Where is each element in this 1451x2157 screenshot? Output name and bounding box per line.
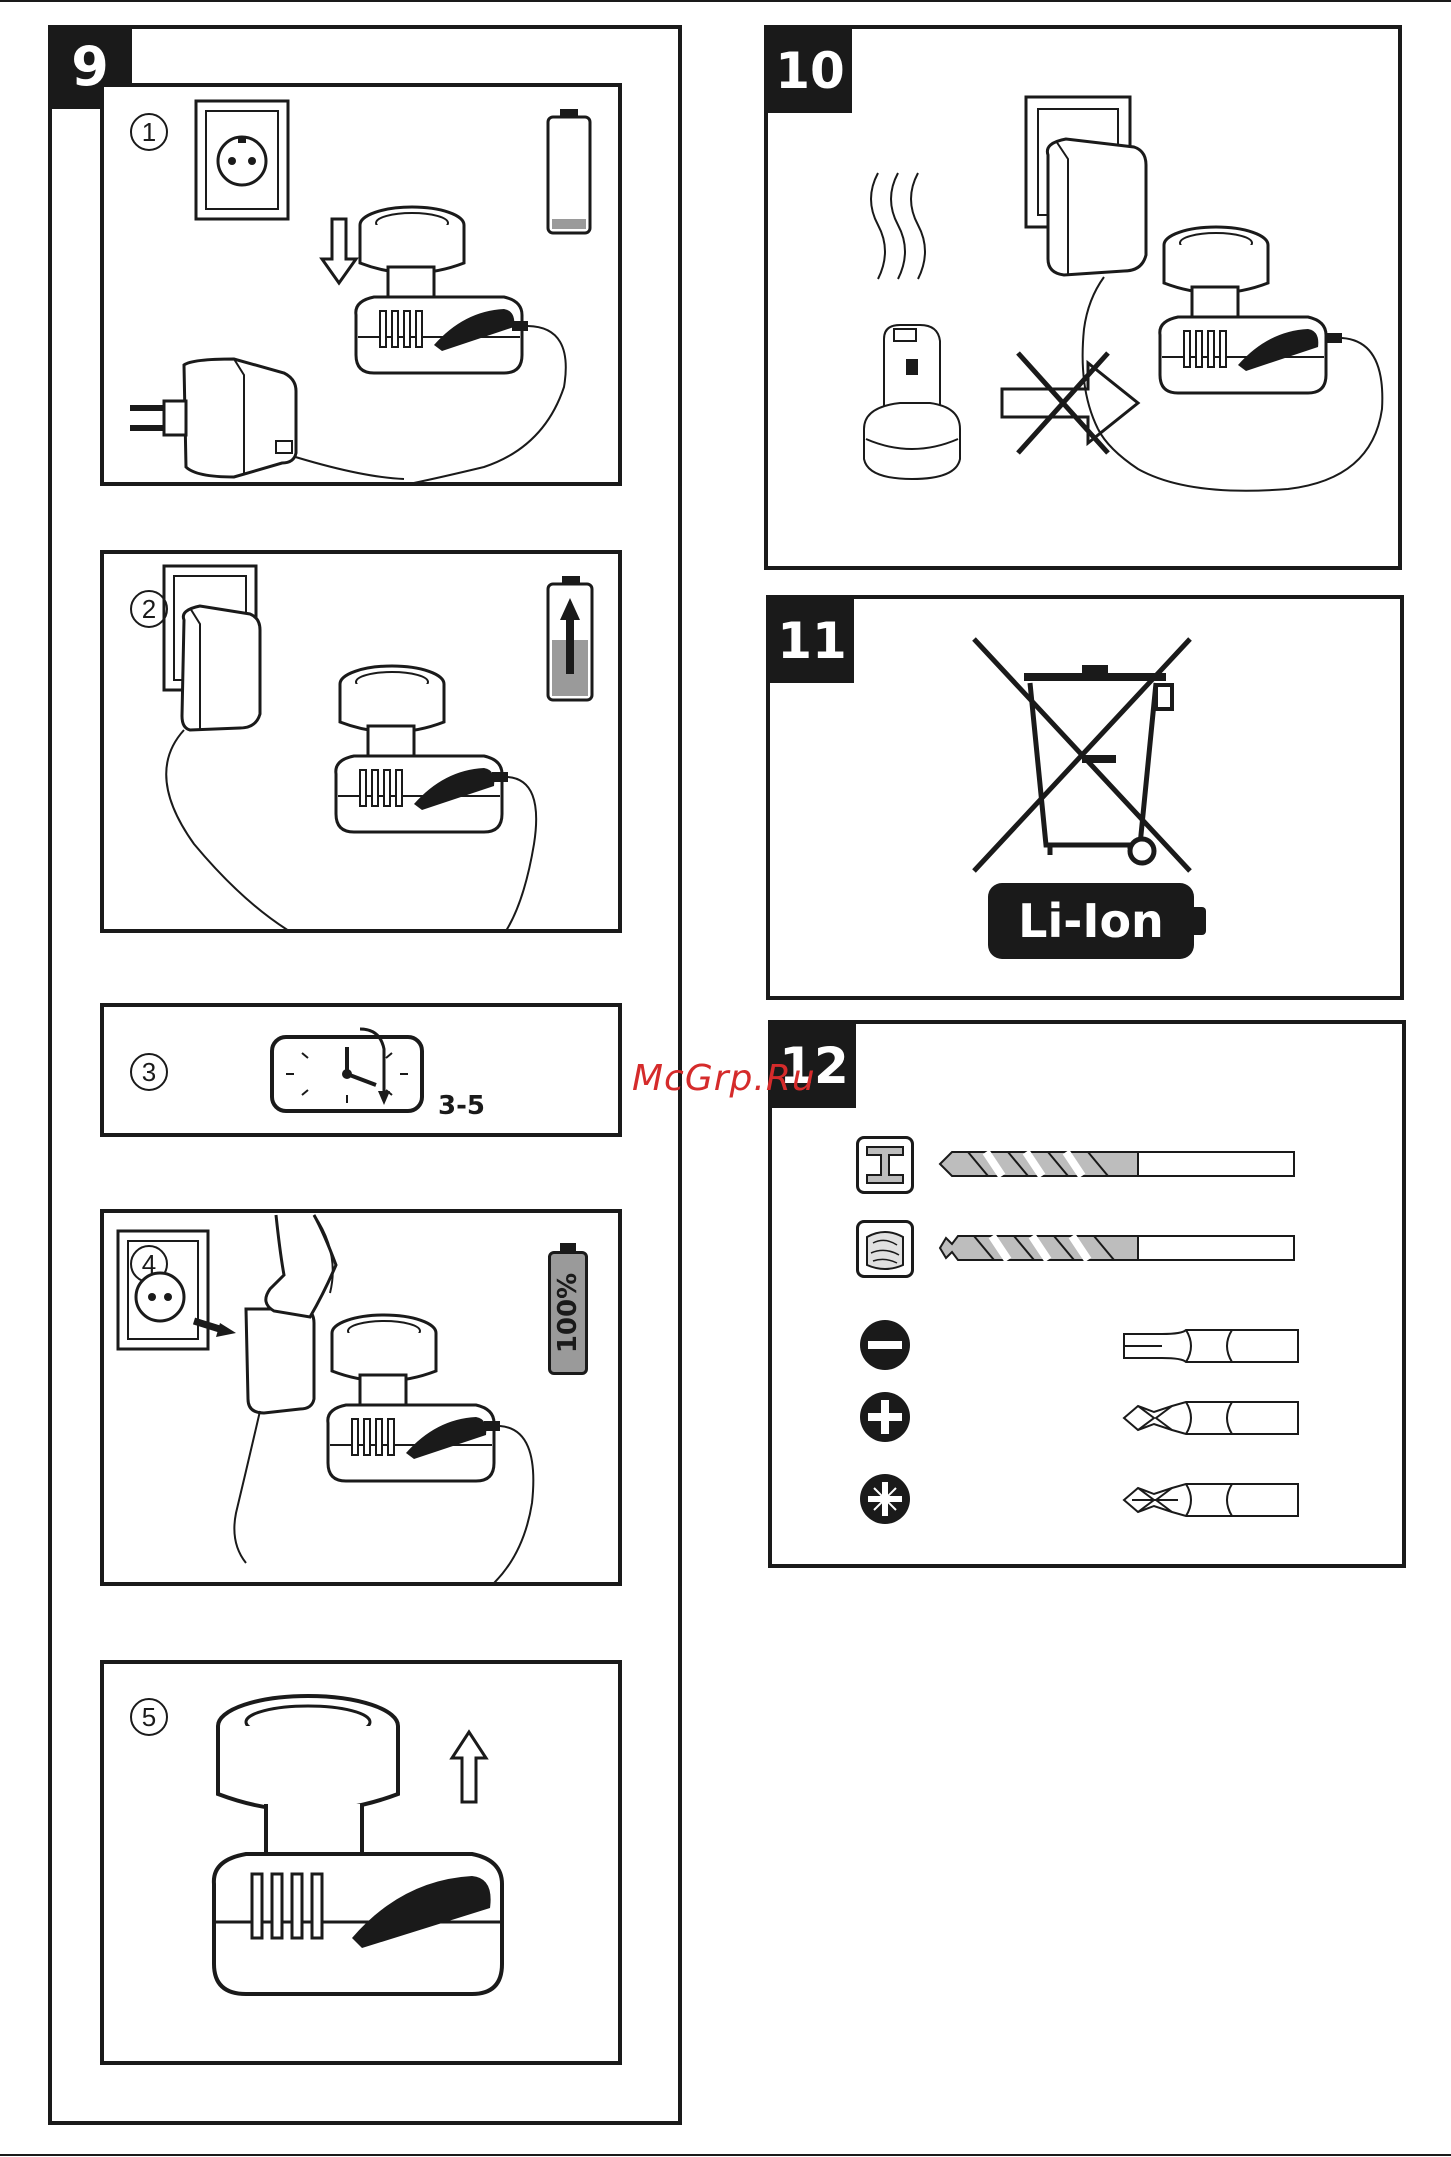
bottom-rule [0,2154,1451,2156]
charger-cord [104,1213,622,1586]
crossed-bin-icon [970,635,1210,875]
step-4-panel: 4 100% [100,1209,622,1586]
wood-drill-bit [938,1230,1298,1270]
slotted-screwdriver-bit [1122,1326,1302,1366]
li-ion-badge-terminal [1194,907,1206,935]
power-adapter [124,355,314,485]
section-12-panel: 12 [768,1020,1406,1568]
battery-lifted-from-charger [212,1694,512,2024]
wood-material-icon [856,1220,914,1278]
slotted-screw-icon [858,1318,912,1372]
phillips-screw-icon [858,1390,912,1444]
metal-drill-bit [938,1146,1298,1186]
li-ion-badge: Li-Ion [988,883,1194,959]
section-11-panel: 11 Li-Ion [766,595,1404,1000]
watermark-text: McGrp.Ru [632,1058,816,1099]
metal-material-icon [856,1136,914,1194]
step-3-marker: 3 [130,1053,168,1091]
charger-cord [104,554,622,933]
top-rule [0,0,1451,2]
step-1-panel: 1 [100,83,622,486]
charger-cord [768,29,1402,570]
step-3-panel: 3 3-5 [100,1003,622,1137]
clock-icon [268,1025,438,1115]
step-5-panel: 5 [100,1660,622,2065]
step-2-panel: 2 [100,550,622,933]
section-11-number: 11 [770,599,854,683]
charge-time-label: 3-5 [438,1091,485,1121]
phillips-screwdriver-bit [1122,1398,1302,1438]
pozidriv-screwdriver-bit [1122,1480,1302,1520]
step-5-marker: 5 [130,1698,168,1736]
pozidriv-screw-icon [858,1472,912,1526]
section-10-panel: 10 [764,25,1402,570]
